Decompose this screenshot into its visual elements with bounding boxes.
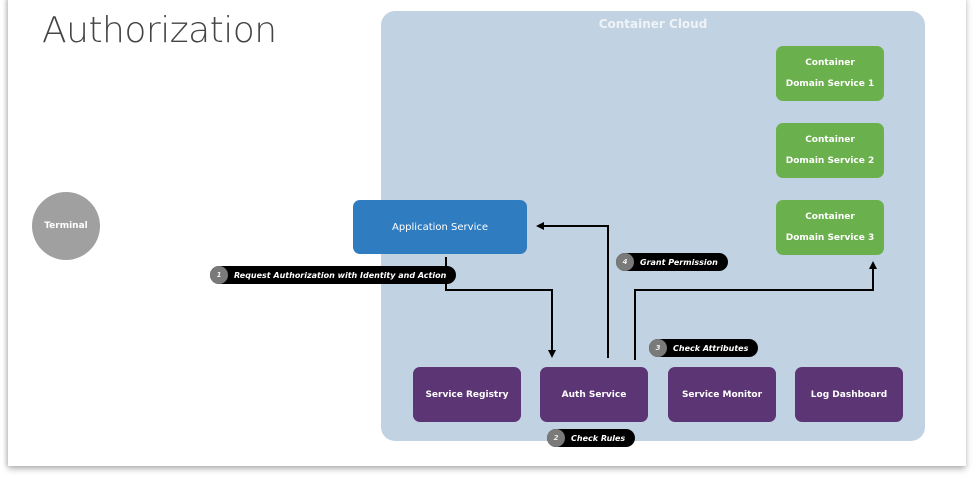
domain-service-2-box: Container Domain Service 2 [776, 123, 884, 178]
terminal-node: Terminal [32, 192, 100, 260]
step-2-label: Check Rules [571, 433, 626, 443]
service-registry-box: Service Registry [413, 367, 521, 422]
step-3-pill: 3 Check Attributes [649, 339, 759, 357]
domain-service-1-line1: Container [805, 57, 855, 68]
application-service-label: Application Service [391, 221, 488, 233]
service-monitor-box: Service Monitor [668, 367, 776, 422]
arrow-auth-to-domain-service-3 [634, 261, 877, 360]
auth-service-box: Auth Service [540, 367, 648, 422]
domain-service-3-line1: Container [805, 211, 855, 222]
step-4-label: Grant Permission [640, 257, 718, 267]
domain-service-3-box: Container Domain Service 3 [776, 200, 884, 255]
step-4-number: 4 [616, 253, 634, 271]
log-dashboard-label: Log Dashboard [810, 389, 888, 400]
application-service-box: Application Service [353, 200, 527, 254]
service-monitor-label: Service Monitor [681, 389, 763, 400]
step-4-pill: 4 Grant Permission [616, 253, 728, 271]
auth-service-label: Auth Service [561, 389, 627, 400]
terminal-label: Terminal [44, 221, 88, 231]
domain-service-2-line1: Container [805, 134, 855, 145]
domain-service-1-box: Container Domain Service 1 [776, 46, 884, 101]
step-3-label: Check Attributes [673, 343, 749, 353]
step-2-number: 2 [547, 429, 565, 447]
step-2-pill: 2 Check Rules [547, 429, 636, 447]
arrow-auth-to-app [536, 222, 609, 358]
arrow-app-to-auth [445, 257, 556, 358]
step-1-pill: 1 Request Authorization with Identity an… [210, 266, 457, 284]
domain-service-1-line2: Domain Service 1 [785, 79, 875, 90]
slide-title: Authorization [42, 10, 277, 51]
domain-service-2-line2: Domain Service 2 [785, 156, 875, 167]
container-cloud-title: Container Cloud [598, 17, 708, 31]
step-1-number: 1 [210, 266, 228, 284]
domain-service-3-line2: Domain Service 3 [785, 233, 875, 244]
step-3-number: 3 [649, 339, 667, 357]
log-dashboard-box: Log Dashboard [795, 367, 903, 422]
step-1-label: Request Authorization with Identity and … [234, 270, 447, 280]
service-registry-label: Service Registry [425, 389, 509, 400]
